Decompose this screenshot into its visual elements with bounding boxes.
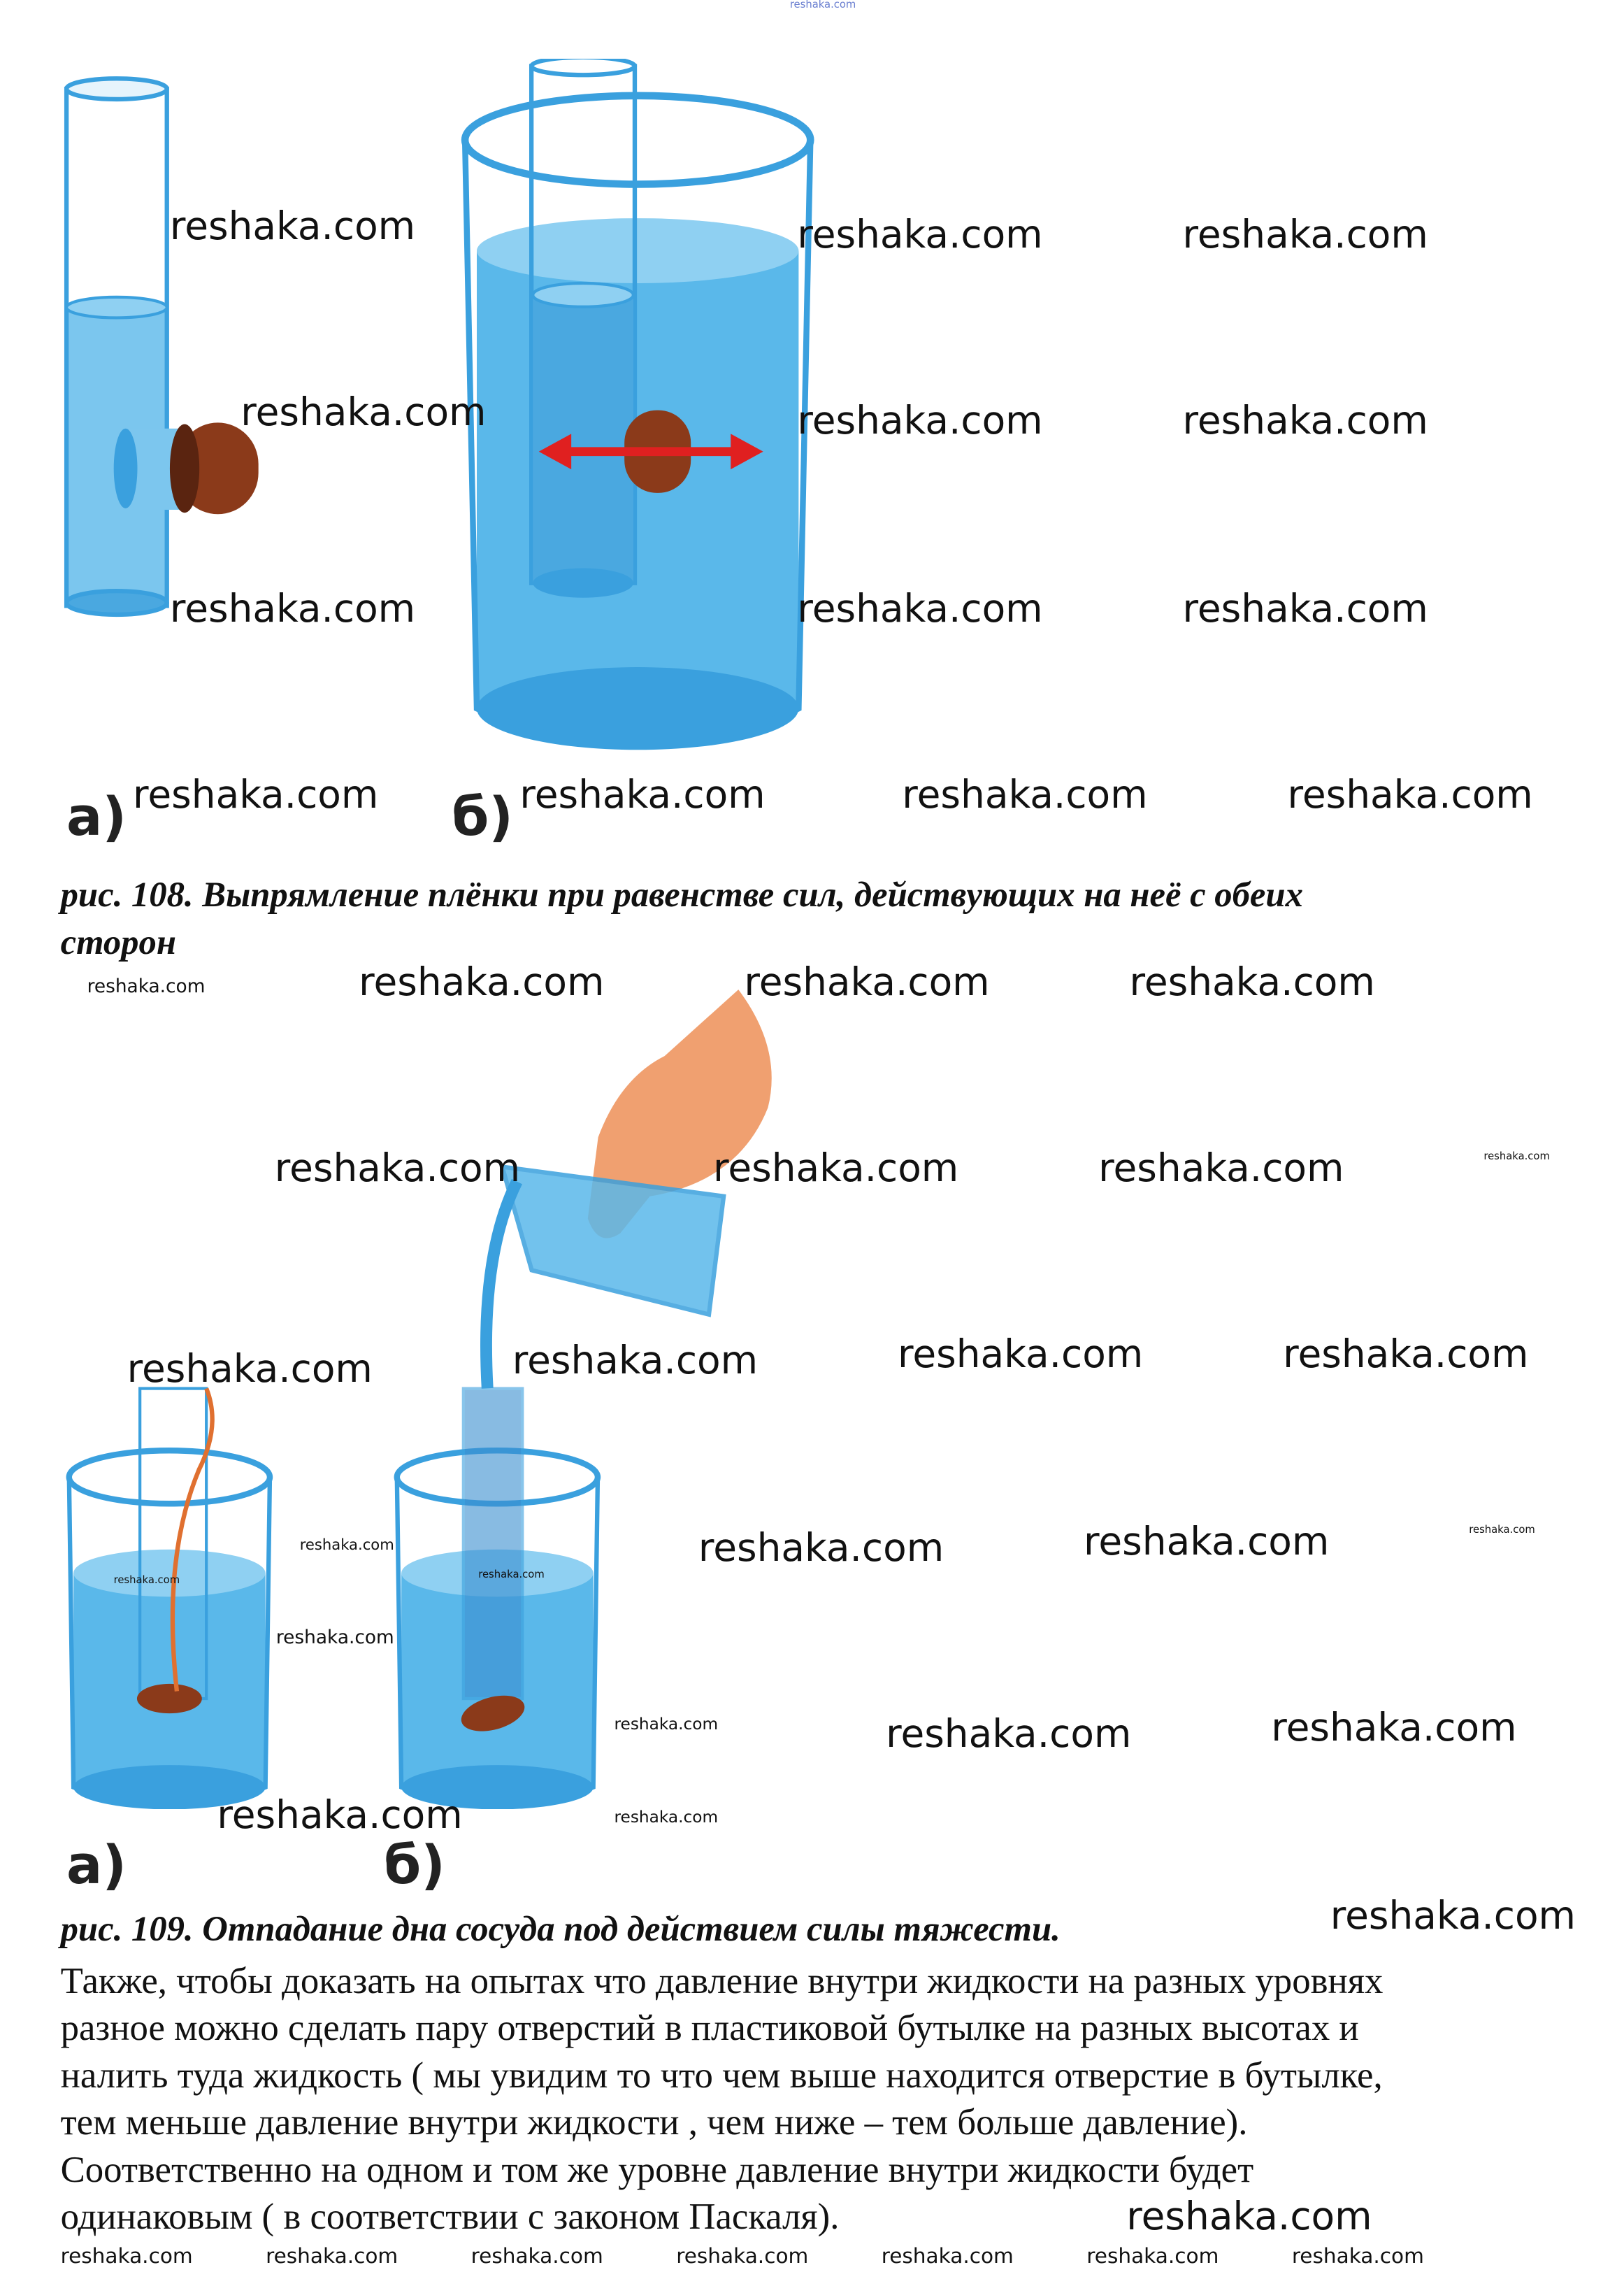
- watermark: reshaka.com: [1283, 1331, 1529, 1377]
- watermark: reshaka.com: [676, 2244, 809, 2269]
- watermark: reshaka.com: [274, 1145, 521, 1190]
- watermark: reshaka.com: [113, 1574, 180, 1587]
- watermark: reshaka.com: [1287, 771, 1533, 817]
- figure-109-hand-pouring: [480, 989, 772, 1389]
- body-line-1: Также, чтобы доказать на опытах что давл…: [60, 1960, 1384, 2001]
- watermark: reshaka.com: [886, 1710, 1132, 1756]
- body-line-2: разное можно сделать пару отверстий в пл…: [60, 2008, 1359, 2049]
- fig108-label-a: а): [66, 785, 127, 848]
- watermark: reshaka.com: [169, 585, 416, 631]
- watermark: reshaka.com: [614, 1807, 719, 1827]
- body-line-5: Соответственно на одном и том же уровне …: [60, 2149, 1254, 2190]
- watermark: reshaka.com: [797, 212, 1043, 257]
- watermark: reshaka.com: [133, 771, 379, 817]
- watermark: reshaka.com: [60, 2244, 193, 2269]
- watermark: reshaka.com: [1469, 1524, 1535, 1536]
- watermark: reshaka.com: [789, 0, 856, 10]
- watermark: reshaka.com: [1182, 585, 1428, 631]
- watermark: reshaka.com: [512, 1337, 759, 1383]
- figure-108-beaker-b: [461, 59, 814, 750]
- watermark: reshaka.com: [275, 1627, 394, 1649]
- fig108-caption: рис. 108. Выпрямление плёнки при равенст…: [60, 875, 1303, 915]
- fig109-label-b: б): [384, 1834, 445, 1896]
- watermark: reshaka.com: [519, 771, 766, 817]
- watermark: reshaka.com: [1126, 2194, 1372, 2239]
- watermark: reshaka.com: [797, 585, 1043, 631]
- watermark: reshaka.com: [614, 1714, 719, 1734]
- watermark: reshaka.com: [1182, 398, 1428, 443]
- watermark: reshaka.com: [698, 1524, 944, 1570]
- watermark: reshaka.com: [217, 1792, 463, 1837]
- watermark: reshaka.com: [712, 1145, 959, 1190]
- figure-109-beaker-a: [66, 1386, 273, 1809]
- watermark: reshaka.com: [902, 771, 1148, 817]
- figure-108-tube-a: [64, 76, 259, 617]
- watermark: reshaka.com: [470, 2244, 603, 2269]
- watermark: reshaka.com: [169, 203, 416, 248]
- watermark: reshaka.com: [1084, 1519, 1330, 1564]
- watermark: reshaka.com: [299, 1536, 394, 1554]
- watermark: reshaka.com: [1182, 212, 1428, 257]
- watermark: reshaka.com: [478, 1568, 545, 1580]
- figure-109-beaker-b: [394, 1386, 601, 1809]
- watermark: reshaka.com: [1129, 959, 1375, 1004]
- fig109-caption: рис. 109. Отпадание дна сосуда под дейст…: [60, 1908, 1061, 1948]
- watermark: reshaka.com: [127, 1346, 373, 1392]
- body-line-4: тем меньше давление внутри жидкости , че…: [60, 2102, 1248, 2143]
- watermark: reshaka.com: [1086, 2244, 1219, 2269]
- watermark: reshaka.com: [1483, 1150, 1550, 1163]
- fig109-label-a: а): [66, 1834, 127, 1896]
- watermark: reshaka.com: [87, 976, 206, 997]
- watermark: reshaka.com: [744, 959, 990, 1004]
- watermark: reshaka.com: [1330, 1892, 1576, 1938]
- watermark: reshaka.com: [266, 2244, 398, 2269]
- fig108-caption-cont: сторон: [60, 922, 176, 962]
- body-line-3: налить туда жидкость ( мы увидим то что …: [60, 2055, 1383, 2096]
- watermark: reshaka.com: [1291, 2244, 1424, 2269]
- watermark: reshaka.com: [797, 398, 1043, 443]
- body-line-6: одинаковым ( в соответствии с законом Па…: [60, 2196, 840, 2238]
- watermark: reshaka.com: [1271, 1705, 1517, 1750]
- watermark: reshaka.com: [240, 389, 487, 434]
- fig108-label-b: б): [452, 785, 514, 848]
- watermark: reshaka.com: [359, 959, 605, 1004]
- watermark: reshaka.com: [1098, 1145, 1344, 1190]
- watermark: reshaka.com: [881, 2244, 1014, 2269]
- watermark: reshaka.com: [897, 1331, 1144, 1377]
